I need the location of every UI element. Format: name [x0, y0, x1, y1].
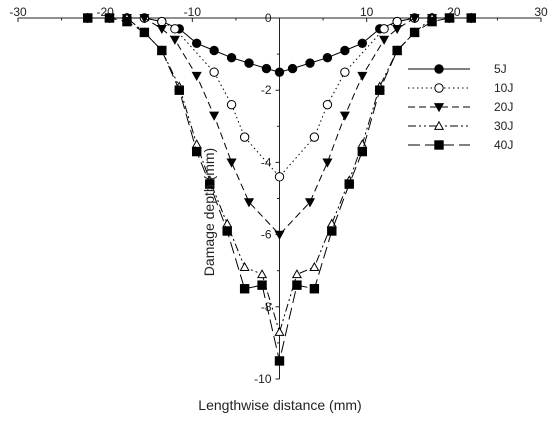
- data-point-40j: [104, 13, 115, 23]
- data-point-20j: [156, 24, 167, 35]
- data-point-20j: [274, 230, 285, 240]
- data-point-40j: [409, 27, 420, 38]
- data-point-30j: [222, 218, 233, 228]
- data-point-10j: [239, 132, 250, 142]
- data-point-40j: [357, 146, 368, 157]
- data-point-40j: [327, 226, 337, 236]
- legend-marker-5j: [434, 64, 444, 74]
- data-point-30j: [291, 269, 302, 279]
- data-point-5j: [305, 58, 315, 68]
- data-point-40j: [122, 16, 132, 27]
- data-point-5j: [274, 67, 285, 77]
- data-point-20j: [357, 71, 368, 81]
- data-point-40j: [191, 146, 202, 157]
- data-point-30j: [239, 261, 250, 271]
- data-point-40j: [444, 13, 455, 23]
- y-tick-label: -10: [254, 372, 272, 386]
- data-point-20j: [409, 14, 420, 24]
- series-10j: [83, 13, 476, 182]
- data-point-5j: [287, 63, 298, 74]
- legend-marker-40j: [434, 140, 444, 150]
- data-point-30j: [274, 326, 285, 336]
- legend-marker-30j: [433, 120, 445, 130]
- y-tick-label: -6: [261, 228, 272, 242]
- legend-marker-10j: [434, 83, 444, 93]
- data-point-10j: [322, 99, 333, 110]
- data-point-10j: [226, 99, 237, 110]
- y-axis-label: Damage depth (mm): [201, 148, 217, 276]
- data-point-5j: [357, 38, 368, 48]
- legend-label-10j: 10J: [494, 81, 513, 95]
- data-point-40j: [274, 356, 285, 366]
- data-point-10j: [274, 172, 285, 182]
- data-point-40j: [392, 45, 402, 56]
- data-point-10j: [379, 24, 389, 34]
- legend-entry-20j: 20J: [408, 100, 513, 114]
- data-point-10j: [340, 67, 350, 77]
- data-point-5j: [244, 58, 254, 68]
- x-tick-label: -10: [184, 5, 202, 19]
- x-tick-label: 10: [360, 5, 374, 19]
- data-point-40j: [205, 179, 215, 189]
- legend-entry-5j: 5J: [408, 62, 507, 76]
- series-layer: [82, 12, 477, 366]
- data-point-20j: [169, 35, 180, 45]
- data-point-5j: [191, 38, 202, 48]
- data-point-10j: [170, 24, 180, 34]
- legend-label-40j: 40J: [494, 138, 513, 152]
- legend-entry-40j: 40J: [408, 138, 513, 152]
- data-point-20j: [209, 111, 220, 121]
- data-point-40j: [309, 284, 320, 294]
- data-point-10j: [209, 67, 219, 77]
- data-point-5j: [261, 63, 272, 74]
- data-point-5j: [322, 53, 333, 63]
- data-point-40j: [257, 280, 267, 290]
- data-point-20j: [191, 71, 202, 81]
- data-point-20j: [339, 111, 350, 121]
- data-point-5j: [209, 45, 219, 56]
- data-point-20j: [243, 198, 255, 208]
- series-40j: [83, 13, 476, 366]
- data-point-10j: [157, 16, 167, 27]
- data-point-40j: [222, 226, 232, 236]
- data-point-40j: [344, 179, 354, 189]
- data-point-40j: [427, 16, 437, 27]
- data-point-40j: [292, 280, 302, 290]
- legend-entry-30j: 30J: [408, 119, 513, 133]
- data-point-10j: [309, 132, 320, 142]
- data-point-20j: [392, 24, 403, 35]
- data-point-5j: [340, 45, 350, 56]
- y-tick-label: -2: [261, 83, 272, 97]
- data-point-5j: [226, 53, 237, 63]
- legend-marker-20j: [433, 103, 445, 113]
- x-tick-label: -30: [9, 5, 27, 19]
- legend-entry-10j: 10J: [408, 81, 513, 95]
- y-tick-label: 0: [265, 11, 272, 25]
- data-point-20j: [139, 14, 150, 24]
- data-point-40j: [139, 27, 150, 38]
- data-point-20j: [226, 158, 237, 168]
- x-axis-label: Lengthwise distance (mm): [198, 397, 361, 413]
- data-point-30j: [257, 269, 268, 279]
- data-point-20j: [379, 35, 390, 45]
- data-point-40j: [466, 13, 476, 23]
- data-point-20j: [304, 198, 316, 208]
- legend: 5J 10J 20J 30J 40J: [408, 62, 513, 152]
- y-tick-label: -8: [261, 300, 272, 314]
- data-point-10j: [392, 16, 402, 27]
- data-point-40j: [157, 45, 167, 56]
- data-point-30j: [309, 261, 320, 271]
- x-tick-label: 30: [534, 5, 548, 19]
- data-point-20j: [322, 158, 333, 168]
- data-point-40j: [83, 13, 93, 23]
- legend-label-5j: 5J: [494, 62, 507, 76]
- data-point-40j: [375, 85, 385, 95]
- legend-label-30j: 30J: [494, 119, 513, 133]
- legend-label-20j: 20J: [494, 100, 513, 114]
- data-point-40j: [174, 85, 184, 95]
- data-point-40j: [239, 284, 250, 294]
- series-line-10j: [87, 17, 472, 178]
